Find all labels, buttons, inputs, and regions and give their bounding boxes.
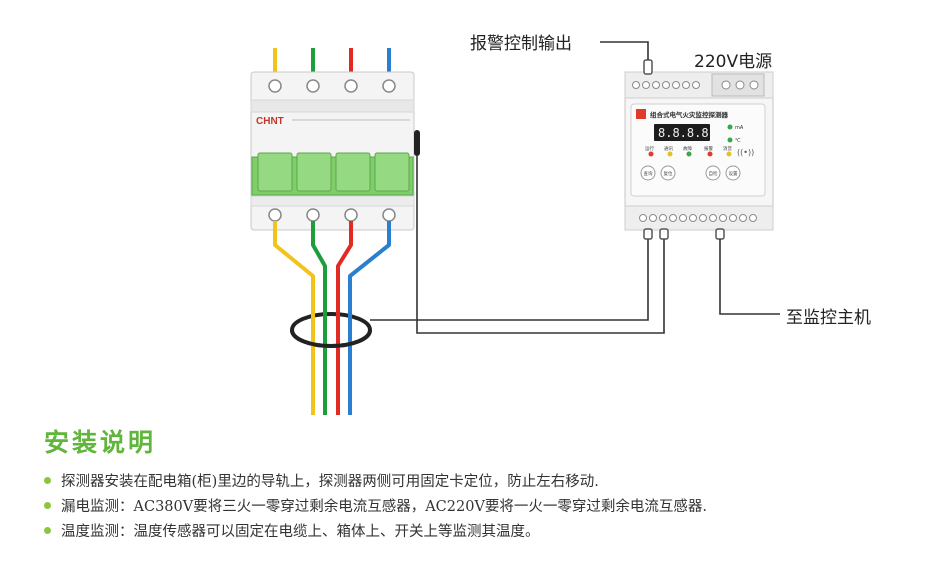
instruction-item: 温度监测：温度传感器可以固定在电缆上、箱体上、开关上等监测其温度。 xyxy=(44,518,924,543)
unit-c-text: ℃ xyxy=(735,138,741,144)
bottom-terminals xyxy=(268,208,396,222)
connector-plugs xyxy=(643,59,725,240)
instruction-item: 漏电监测：AC380V要将三火一零穿过剩余电流互感器，AC220V要将一火一零穿… xyxy=(44,493,924,518)
led-label-fault: 故障 xyxy=(683,145,692,152)
host-label: 至监控主机 xyxy=(786,308,871,328)
instruction-text: 温度监测：温度传感器可以固定在电缆上、箱体上、开关上等监测其温度。 xyxy=(61,524,540,540)
instruction-text: 探测器安装在配电箱(柜)里边的导轨上，探测器两侧可用固定卡定位，防止左右移动. xyxy=(61,474,599,490)
bullet-icon xyxy=(44,527,51,534)
display-digits-text: 8.8.8.8 xyxy=(658,126,709,140)
breaker-brand-text: CHNT xyxy=(256,116,284,127)
button-label-setting: 设置 xyxy=(729,170,738,177)
top-terminals xyxy=(268,79,396,93)
temperature-probe xyxy=(414,130,665,334)
top-terminal-row xyxy=(632,81,700,89)
wire-green-out xyxy=(311,221,327,415)
ct-signal-wire xyxy=(370,236,649,321)
bullet-icon xyxy=(44,477,51,484)
monitoring-detector: 组合式电气火灾监控探测器 8.8.8.8 mA ℃ 运行 通讯 故障 报警 消音… xyxy=(624,71,774,231)
circuit-breaker: CHNT xyxy=(250,71,415,231)
power-label: 220V电源 xyxy=(694,52,773,72)
front-buttons xyxy=(640,165,741,181)
device-title-text: 组合式电气火灾监控探测器 xyxy=(650,110,729,119)
instruction-item: 探测器安装在配电箱(柜)里边的导轨上，探测器两侧可用固定卡定位，防止左右移动. xyxy=(44,468,924,493)
breaker-handles xyxy=(257,152,410,192)
instruction-list: 探测器安装在配电箱(柜)里边的导轨上，探测器两侧可用固定卡定位，防止左右移动. … xyxy=(44,468,924,543)
wireless-icon: ((•)) xyxy=(737,148,754,157)
wiring-diagram: CHNT xyxy=(250,41,780,415)
incoming-wires xyxy=(273,48,391,72)
ma-indicator xyxy=(727,124,733,130)
status-leds xyxy=(648,151,732,157)
bottom-terminal-row xyxy=(639,214,757,222)
wire-red-out xyxy=(336,221,353,415)
host-line xyxy=(719,239,780,315)
instruction-text: 漏电监测：AC380V要将三火一零穿过剩余电流互感器，AC220V要将一火一零穿… xyxy=(61,499,708,515)
bullet-icon xyxy=(44,502,51,509)
led-label-alarm: 报警 xyxy=(704,145,713,152)
led-label-mute: 消音 xyxy=(723,145,732,152)
led-display xyxy=(654,124,710,141)
button-label-query: 查询 xyxy=(644,170,653,177)
button-label-selftest: 自检 xyxy=(709,170,718,177)
section-title: 安装说明 xyxy=(44,428,157,457)
alarm-output-label: 报警控制输出 xyxy=(470,34,572,54)
temp-indicator xyxy=(727,137,733,143)
unit-ma-text: mA xyxy=(735,125,744,131)
led-label-comm: 通讯 xyxy=(664,145,673,152)
alarm-output-line xyxy=(600,41,649,60)
led-label-run: 运行 xyxy=(645,145,654,152)
brand-logo xyxy=(636,109,646,119)
ct-ring-front xyxy=(290,329,372,348)
button-label-reset: 复位 xyxy=(664,170,673,177)
outgoing-wires xyxy=(273,221,391,415)
